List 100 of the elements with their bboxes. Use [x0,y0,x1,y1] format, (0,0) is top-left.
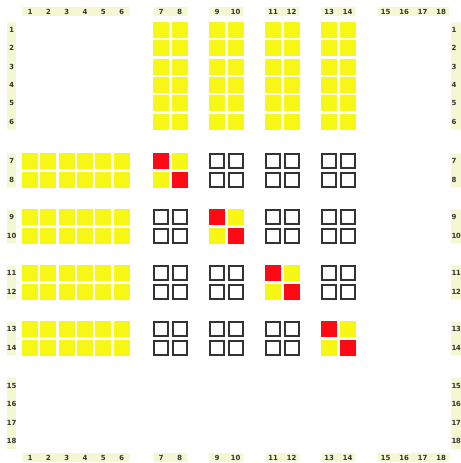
filled-square [265,95,281,112]
filled-square [172,153,188,169]
filled-square [153,40,169,56]
filled-square [209,228,225,244]
filled-square [265,58,281,75]
empty-square [284,321,300,337]
filled-square [95,153,112,169]
filled-square [95,321,112,337]
filled-square [340,40,356,56]
empty-square [172,340,188,356]
filled-square [228,209,244,225]
filled-square [228,40,244,56]
empty-square [284,228,300,244]
filled-square [114,340,130,356]
empty-square [228,321,244,337]
empty-square [209,153,225,169]
empty-square [172,228,188,244]
filled-square [172,22,188,38]
filled-square [76,321,93,337]
empty-square [228,153,244,169]
filled-square [95,172,112,188]
filled-square [22,265,38,281]
filled-square [321,95,337,112]
filled-square [40,321,56,337]
filled-square [340,58,356,75]
filled-square [265,114,281,130]
empty-square [265,209,281,225]
filled-square [209,58,225,75]
filled-square [153,172,169,188]
filled-square [265,76,281,93]
empty-square [209,321,225,337]
filled-square [22,321,38,337]
empty-square [172,321,188,337]
filled-square [284,58,300,75]
filled-square [153,58,169,75]
empty-square [340,265,356,281]
filled-square [40,228,56,244]
filled-square [114,172,130,188]
empty-square [321,153,337,169]
marked-square [265,265,281,281]
empty-square [321,284,337,300]
filled-square [95,340,112,356]
filled-square [340,321,356,337]
filled-square [58,284,75,300]
filled-square [22,209,38,225]
filled-square [58,228,75,244]
empty-square [340,153,356,169]
filled-square [58,265,75,281]
filled-square [114,209,130,225]
empty-square [228,265,244,281]
filled-square [76,265,93,281]
filled-square [321,58,337,75]
filled-square [153,22,169,38]
filled-square [172,95,188,112]
empty-square [284,209,300,225]
marked-square [284,284,300,300]
empty-square [265,321,281,337]
filled-square [228,58,244,75]
filled-square [284,265,300,281]
filled-square [114,228,130,244]
filled-square [209,40,225,56]
empty-square [265,153,281,169]
filled-square [228,22,244,38]
empty-square [209,172,225,188]
empty-square [284,153,300,169]
filled-square [265,22,281,38]
filled-square [172,114,188,130]
empty-square [265,340,281,356]
empty-square [340,284,356,300]
filled-square [228,114,244,130]
empty-square [153,265,169,281]
empty-square [172,284,188,300]
filled-square [153,95,169,112]
empty-square [265,172,281,188]
filled-square [228,95,244,112]
empty-square [284,340,300,356]
filled-square [76,228,93,244]
filled-square [95,228,112,244]
filled-square [114,321,130,337]
filled-square [209,114,225,130]
empty-square [209,284,225,300]
filled-square [40,172,56,188]
empty-square [228,340,244,356]
filled-square [284,95,300,112]
empty-square [265,228,281,244]
filled-square [340,76,356,93]
filled-square [172,76,188,93]
filled-square [209,76,225,93]
filled-square [284,40,300,56]
filled-square [209,22,225,38]
filled-square [40,209,56,225]
filled-square [40,284,56,300]
filled-square [321,114,337,130]
filled-square [40,265,56,281]
filled-square [321,22,337,38]
empty-square [153,321,169,337]
filled-square [58,209,75,225]
empty-square [228,284,244,300]
empty-square [284,172,300,188]
filled-square [228,76,244,93]
